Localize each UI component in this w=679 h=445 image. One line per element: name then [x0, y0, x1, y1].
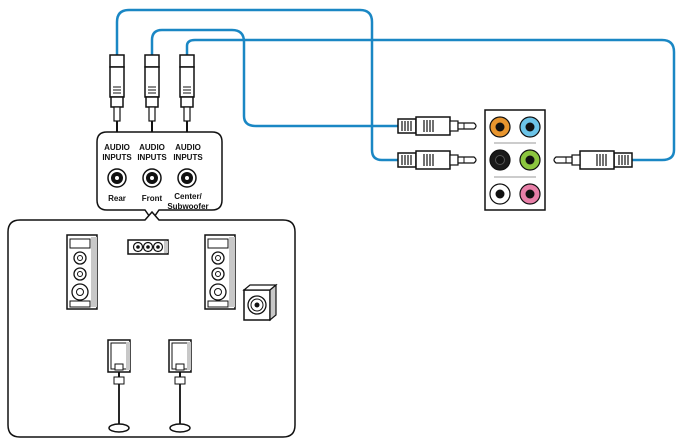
mini-jack-plug-icon [553, 150, 633, 170]
input-name-subwoofer: Subwoofer [167, 202, 208, 211]
input-label-line2: INPUTS [173, 153, 203, 162]
input-label-line1: AUDIO [139, 143, 165, 152]
rca-plug-icon [179, 54, 195, 138]
input-name-front: Front [142, 194, 163, 203]
port-black [489, 149, 511, 171]
port-pink [519, 183, 541, 205]
mini-jack-plug-icon [397, 150, 477, 170]
rca-jack-rear [107, 168, 127, 188]
mini-jack-plug-icon [397, 116, 477, 136]
audio-port-panel-icon [484, 109, 546, 211]
rca-plug-icon [109, 54, 125, 138]
cable-rear [115, 8, 398, 162]
port-white [489, 183, 511, 205]
cable-center [185, 38, 676, 162]
front-speaker-icon [204, 234, 236, 310]
rca-plug-icon [144, 54, 160, 138]
rca-jack-front [142, 168, 162, 188]
input-label-line2: INPUTS [137, 153, 167, 162]
input-label-line1: AUDIO [104, 143, 130, 152]
port-line-in-orange [489, 116, 511, 138]
front-speaker-icon [66, 234, 98, 310]
input-name-center: Center/ [174, 192, 202, 201]
port-line-in-blue [519, 116, 541, 138]
cable-group [115, 8, 676, 162]
input-name-rear: Rear [108, 194, 126, 203]
port-green [519, 149, 541, 171]
input-label-line2: INPUTS [102, 153, 132, 162]
input-label-line1: AUDIO [175, 143, 201, 152]
cable-front [150, 28, 398, 128]
rca-jack-center [177, 168, 197, 188]
center-speaker-icon [127, 239, 169, 255]
subwoofer-icon [242, 283, 278, 322]
